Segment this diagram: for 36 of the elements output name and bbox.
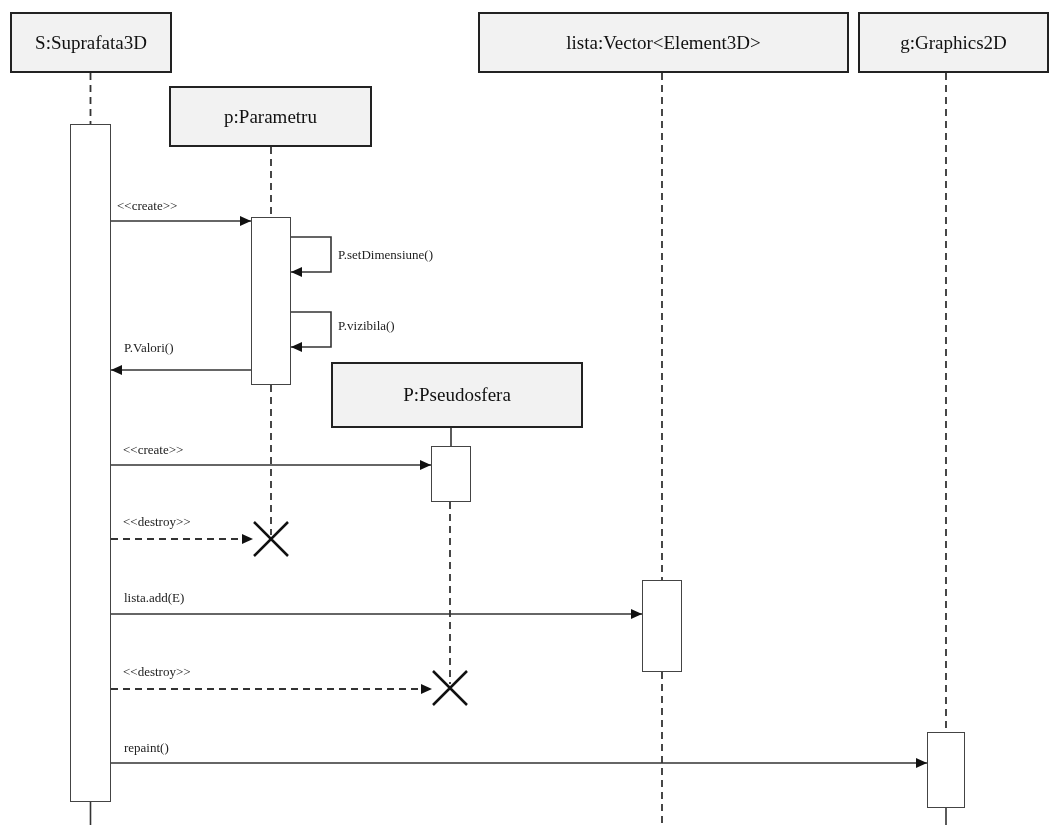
lifeline xyxy=(449,501,451,685)
message-arrow xyxy=(110,460,432,470)
destroy-mark xyxy=(253,521,289,557)
activation-bar xyxy=(431,446,471,502)
activation-bar xyxy=(251,217,291,385)
lifeline xyxy=(89,72,92,125)
destroy-mark xyxy=(432,670,468,706)
message-arrow xyxy=(110,534,254,544)
message-arrow xyxy=(110,758,928,768)
lifeline xyxy=(661,671,663,825)
edge-label: P.setDimensiune() xyxy=(337,247,434,262)
activation-bar xyxy=(642,580,682,672)
object-box: S:Suprafata3D xyxy=(10,12,172,73)
object-box: p:Parametru xyxy=(169,86,372,147)
message-arrow xyxy=(110,684,433,694)
message-arrow xyxy=(110,365,252,375)
activation-bar xyxy=(70,124,111,802)
edge-label: P.Valori() xyxy=(123,340,175,355)
object-box: P:Pseudosfera xyxy=(331,362,583,428)
edge-label: lista.add(E) xyxy=(123,590,186,605)
object-box: lista:Vector<Element3D> xyxy=(478,12,849,73)
lifeline xyxy=(270,384,272,536)
message-arrow xyxy=(110,609,643,619)
lifeline xyxy=(450,427,452,447)
message-arrow xyxy=(110,216,252,226)
object-box: g:Graphics2D xyxy=(858,12,1049,73)
activation-bar xyxy=(927,732,965,808)
edge-label: <<destroy>> xyxy=(122,514,192,529)
lifeline xyxy=(89,801,92,825)
self-message-arrow xyxy=(290,236,332,277)
edge-label: P.vizibila() xyxy=(337,318,396,333)
lifeline xyxy=(661,72,663,581)
lifeline xyxy=(945,807,947,825)
edge-label: repaint() xyxy=(123,740,170,755)
edge-label: <<destroy>> xyxy=(122,664,192,679)
self-message-arrow xyxy=(290,311,332,352)
